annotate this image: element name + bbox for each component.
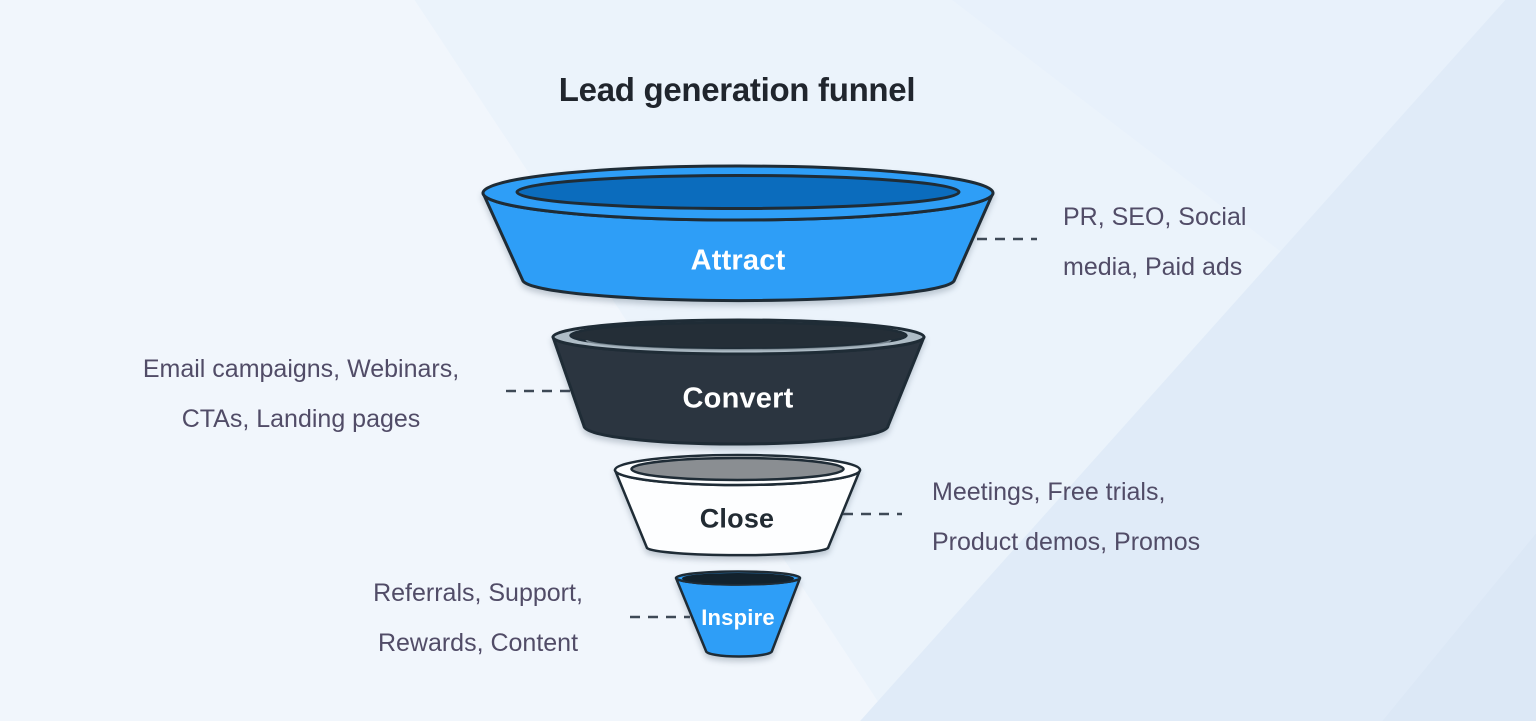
close-inner-ellipse [630,456,845,482]
inspire-annotation-line-1: Referrals, Support, [373,579,583,607]
inspire-bowl [674,570,802,658]
inspire-annotation: Referrals, Support, Rewards, Content [262,568,694,668]
inspire-stage-label: Inspire [701,605,775,630]
convert-inner-highlight-arc [585,339,892,351]
attract-stage-label: Attract [690,244,786,277]
close-annotation-line-2: Product demos, Promos [932,528,1201,556]
inspire-inner-ellipse [682,573,794,584]
convert-bowl [551,318,926,446]
attract-bowl [481,164,995,303]
close-annotation: Meetings, Free trials, Product demos, Pr… [932,467,1200,567]
close-bowl [613,453,862,557]
close-stage-label: Close [699,503,775,534]
attract-annotation-line-2: media, Paid ads [1063,253,1243,281]
inspire-annotation-line-2: Rewards, Content [377,629,579,657]
convert-inner-ellipse [569,321,908,350]
diagram-title: Lead generation funnel [558,71,916,108]
attract-annotation: PR, SEO, Social media, Paid ads [1063,192,1246,292]
close-annotation-line-1: Meetings, Free trials, [932,478,1166,506]
convert-annotation-line-2: CTAs, Landing pages [181,405,421,433]
convert-annotation-line-1: Email campaigns, Webinars, [142,355,460,383]
attract-inner-ellipse [515,174,961,210]
convert-stage-label: Convert [682,382,794,415]
attract-annotation-line-1: PR, SEO, Social [1063,203,1247,231]
convert-annotation: Email campaigns, Webinars, CTAs, Landing… [85,344,517,444]
